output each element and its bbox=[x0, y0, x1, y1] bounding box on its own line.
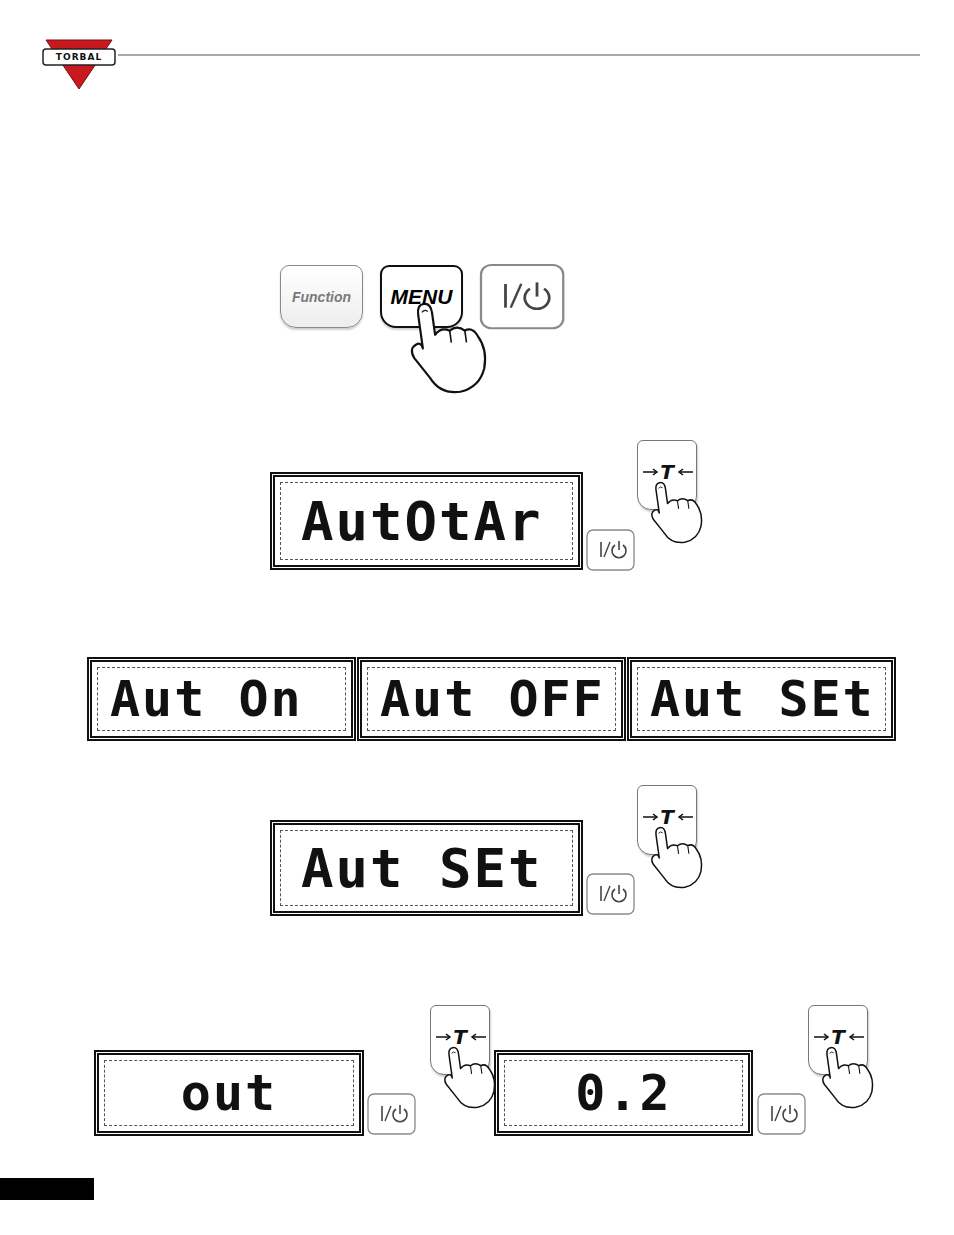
function-key: Function bbox=[280, 265, 363, 328]
display-text: Aut On bbox=[110, 670, 303, 728]
lcd-display: Aut On bbox=[87, 657, 356, 741]
lcd-display: 0.2 bbox=[494, 1050, 753, 1136]
tare-key: T bbox=[430, 1005, 490, 1075]
lcd-display: Aut OFF bbox=[357, 657, 626, 741]
display-text: out bbox=[181, 1064, 277, 1122]
hand-icon bbox=[406, 297, 490, 398]
tare-key: T bbox=[637, 440, 697, 510]
display-text: Aut SEt bbox=[301, 837, 543, 900]
display-text: Aut SEt bbox=[650, 670, 875, 728]
tare-key: T bbox=[808, 1005, 868, 1075]
lcd-display: Aut SEt bbox=[270, 820, 583, 916]
power-button bbox=[587, 530, 634, 570]
key-label: T bbox=[660, 805, 674, 829]
key-label: T bbox=[831, 1025, 845, 1049]
torbal-logo bbox=[43, 40, 115, 89]
menu-key: MENU bbox=[380, 265, 463, 328]
key-label: Function bbox=[292, 289, 351, 305]
logo-text: TORBAL bbox=[44, 50, 114, 64]
lcd-display: AutOtAr bbox=[270, 472, 583, 570]
header-rule bbox=[118, 54, 920, 55]
display-text: Aut OFF bbox=[380, 670, 605, 728]
key-label: T bbox=[660, 460, 674, 484]
hand-icon bbox=[647, 823, 704, 892]
power-button bbox=[481, 265, 563, 328]
lcd-display: out bbox=[94, 1050, 364, 1136]
page-number-bar bbox=[0, 1178, 94, 1200]
hand-icon bbox=[647, 478, 704, 547]
display-text: 0.2 bbox=[575, 1064, 671, 1122]
power-button bbox=[758, 1094, 805, 1134]
display-text: AutOtAr bbox=[301, 490, 543, 553]
hand-icon bbox=[440, 1043, 497, 1112]
lcd-display: Aut SEt bbox=[627, 657, 896, 741]
tare-key: T bbox=[637, 785, 697, 855]
key-label: MENU bbox=[391, 285, 453, 309]
power-button bbox=[368, 1094, 415, 1134]
hand-icon bbox=[818, 1043, 875, 1112]
key-label: T bbox=[453, 1025, 467, 1049]
power-button bbox=[587, 874, 634, 914]
